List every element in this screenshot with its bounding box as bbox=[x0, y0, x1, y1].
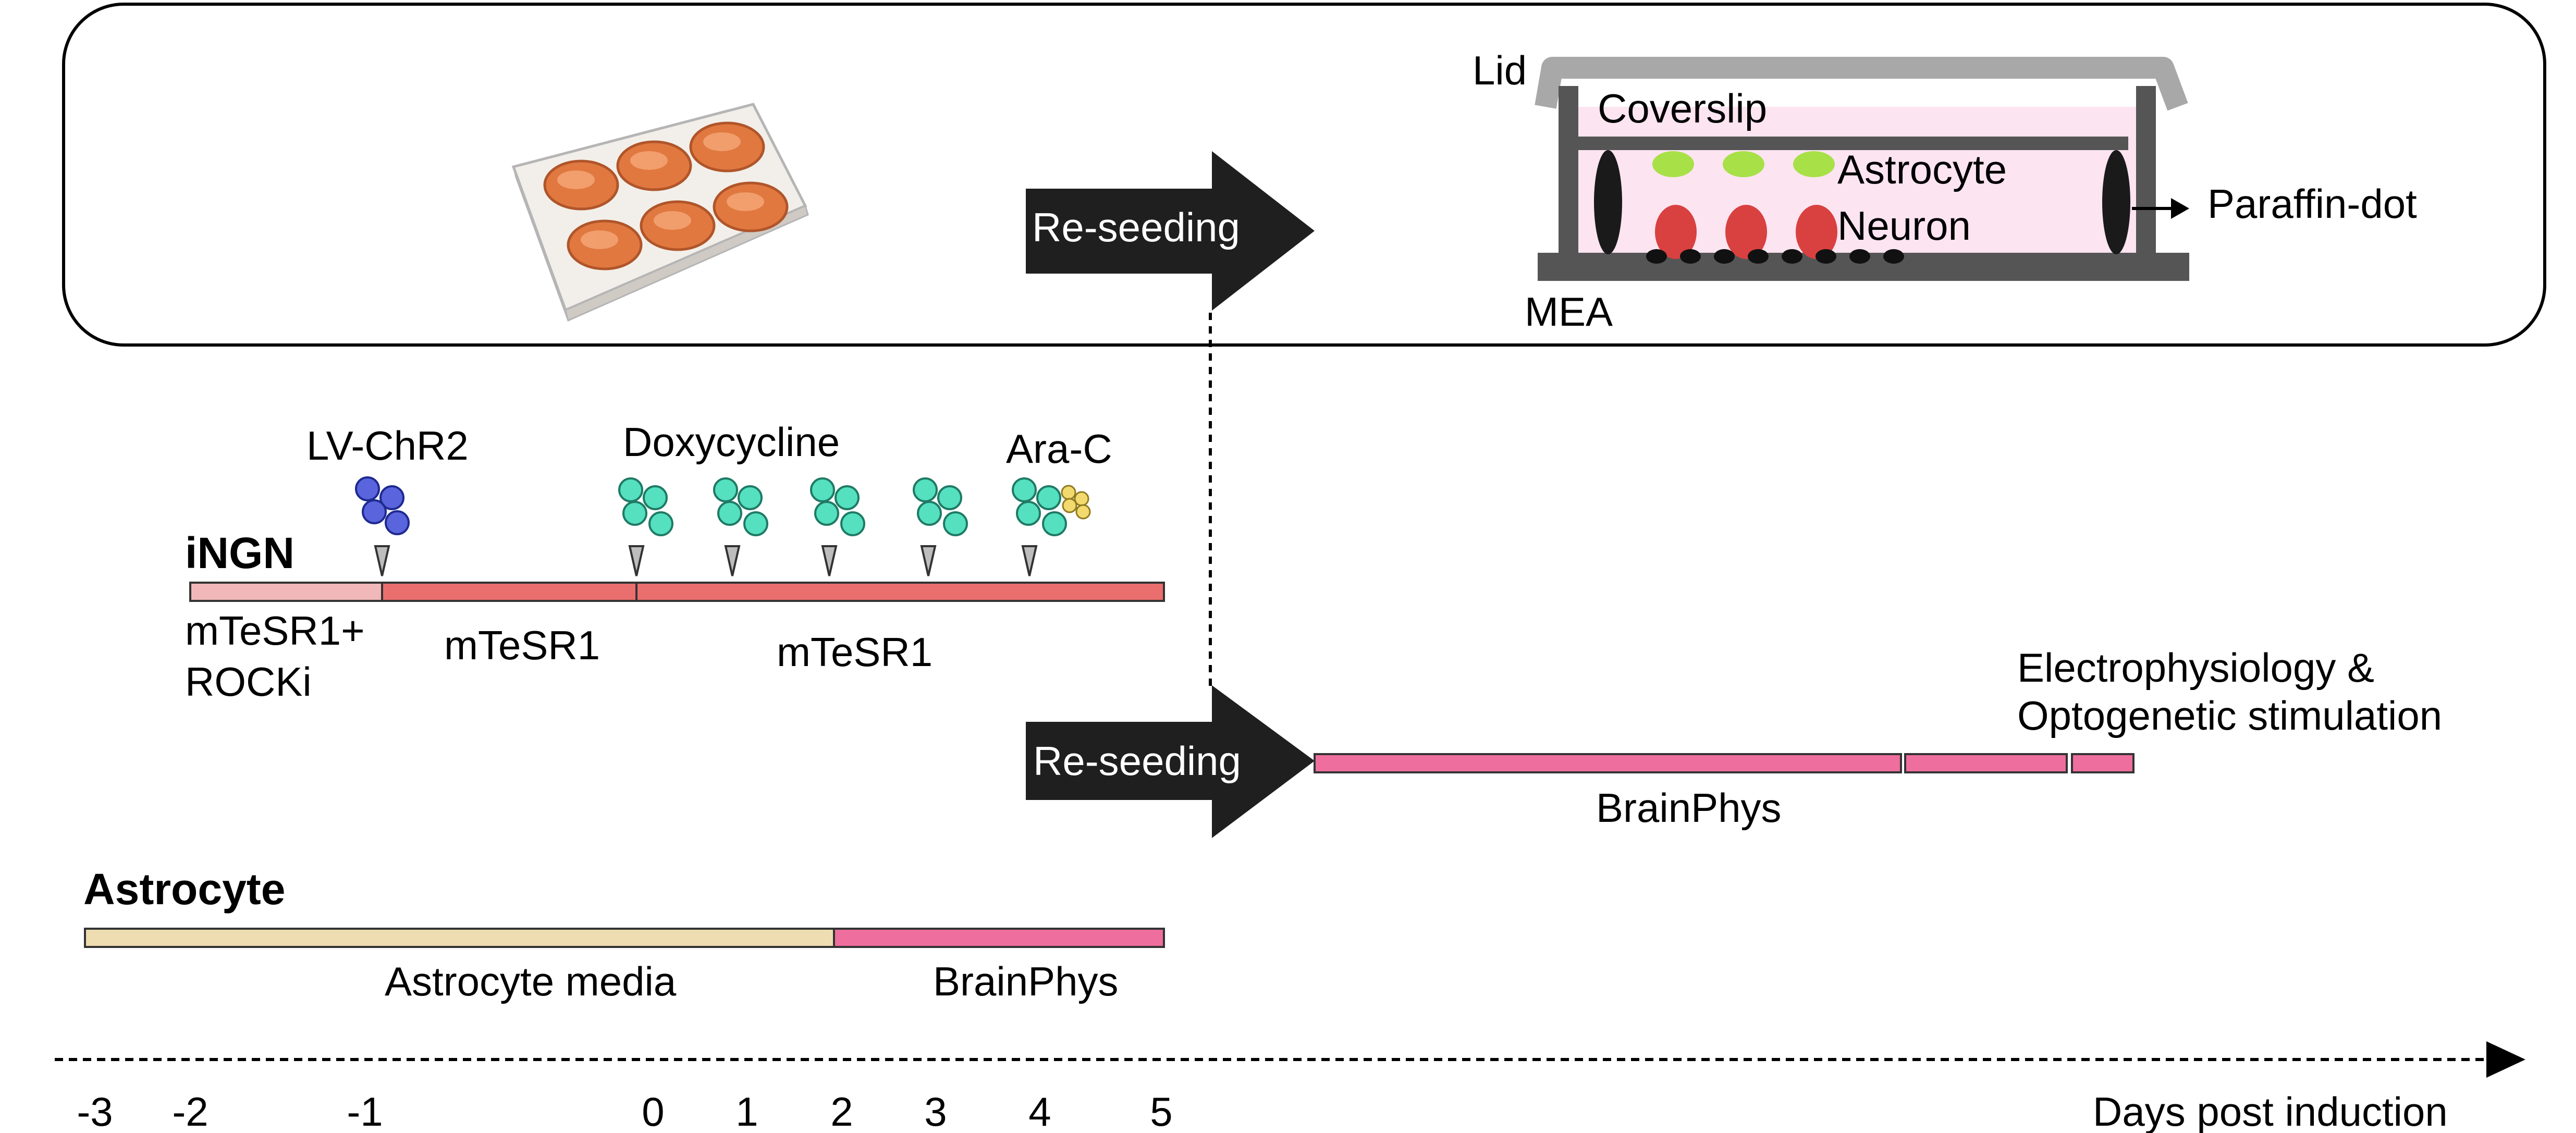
day-label-3: 3 bbox=[924, 1089, 947, 1133]
readout-label-line2: Optogenetic stimulation bbox=[2017, 693, 2442, 738]
reseeding-label-top: Re-seeding bbox=[1032, 204, 1240, 250]
coverslip-label: Coverslip bbox=[1598, 85, 1767, 131]
astrocyte-bar-brainphys bbox=[833, 928, 1165, 948]
day-label-4: 4 bbox=[1028, 1089, 1051, 1133]
mtesr1-media-label-1: mTeSR1 bbox=[444, 622, 600, 668]
rocki-media-line2: ROCKi bbox=[185, 659, 312, 705]
well-plate-icon bbox=[511, 103, 809, 322]
astrocyte-cell-icons bbox=[1652, 151, 1835, 177]
paraffin-dot-left bbox=[1594, 150, 1622, 254]
readout-label-line1: Electrophysiology & bbox=[2017, 645, 2374, 691]
astrocyte-bar-media bbox=[84, 928, 835, 948]
lv-particles-icon bbox=[355, 476, 410, 535]
ara-c-particles-icon bbox=[1061, 485, 1091, 520]
rocki-media-line1: mTeSR1+ bbox=[185, 608, 365, 654]
lv-chr2-label: LV-ChR2 bbox=[306, 423, 469, 469]
ara-c-label: Ara-C bbox=[1006, 426, 1112, 472]
chamber-left-wall bbox=[1559, 86, 1578, 253]
coculture-medium-label: BrainPhys bbox=[1596, 785, 1782, 831]
astrocyte-title: Astrocyte bbox=[83, 865, 285, 914]
ingn-bar-mtesr1-a bbox=[381, 582, 637, 602]
mea-label: MEA bbox=[1525, 289, 1613, 335]
treatment-markers bbox=[374, 545, 1038, 576]
reseeding-arrow-bottom: Re-seeding bbox=[1026, 685, 1315, 838]
day-label-neg2: -2 bbox=[172, 1089, 208, 1133]
lid-shape bbox=[1535, 57, 2188, 111]
reseeding-arrow-top: Re-seeding bbox=[1026, 151, 1315, 311]
chamber-right-wall bbox=[2136, 86, 2156, 253]
paraffin-dot-right bbox=[2102, 150, 2130, 254]
day-label-5: 5 bbox=[1150, 1089, 1172, 1133]
day-label-neg3: -3 bbox=[77, 1089, 113, 1133]
neuron-cell-label: Neuron bbox=[1837, 203, 1971, 249]
timeline-arrowhead bbox=[2486, 1041, 2525, 1078]
reseeding-label-bottom: Re-seeding bbox=[1033, 738, 1241, 784]
day-label-2: 2 bbox=[830, 1089, 853, 1133]
day-label-neg1: -1 bbox=[347, 1089, 383, 1133]
astrocyte-cell-label: Astrocyte bbox=[1837, 146, 2007, 192]
astrocyte-brainphys-label: BrainPhys bbox=[933, 958, 1119, 1004]
paraffin-pointer-arrowhead bbox=[2171, 198, 2189, 219]
day-label-1: 1 bbox=[735, 1089, 758, 1133]
neuron-cell-icons bbox=[1655, 205, 1837, 259]
doxycycline-particles-icon bbox=[618, 477, 1067, 536]
top-panel-frame bbox=[62, 3, 2546, 347]
timeline-axis-label: Days post induction bbox=[2093, 1089, 2448, 1133]
astrocyte-media-label: Astrocyte media bbox=[385, 958, 677, 1004]
coculture-bar-3 bbox=[2071, 753, 2135, 773]
coculture-bar-2 bbox=[1904, 753, 2068, 773]
ingn-bar-rocki bbox=[189, 582, 383, 602]
mea-chamber-schematic bbox=[1535, 57, 2189, 281]
ingn-title: iNGN bbox=[185, 528, 295, 577]
coverslip-bar bbox=[1578, 137, 2128, 150]
lid-label: Lid bbox=[1473, 47, 1527, 93]
ingn-bar-mtesr1-b bbox=[635, 582, 1165, 602]
mtesr1-media-label-2: mTeSR1 bbox=[777, 629, 933, 675]
coculture-bar-1 bbox=[1314, 753, 1902, 773]
electrode-dots bbox=[1646, 249, 1904, 264]
day-label-0: 0 bbox=[642, 1089, 664, 1133]
paraffin-dot-label: Paraffin-dot bbox=[2207, 181, 2417, 227]
doxycycline-label: Doxycycline bbox=[623, 419, 840, 465]
